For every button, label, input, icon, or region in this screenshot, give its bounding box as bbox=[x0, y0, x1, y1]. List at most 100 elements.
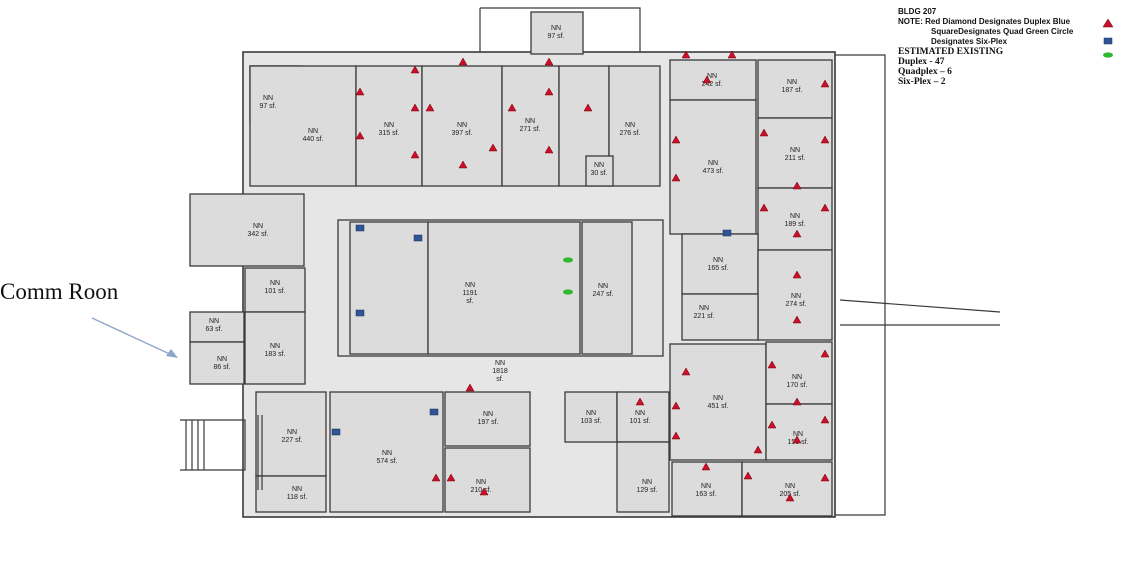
room-label-r63: 63 sf. bbox=[205, 326, 222, 333]
duplex-marker bbox=[743, 471, 753, 480]
room-label-r276: NN bbox=[625, 122, 635, 129]
red-triangle-icon bbox=[1102, 18, 1114, 28]
duplex-marker bbox=[671, 173, 681, 182]
room-118 bbox=[255, 475, 327, 513]
room-label-r242: NN bbox=[707, 73, 717, 80]
room-label-r183: 183 sf. bbox=[264, 351, 285, 358]
room-86 bbox=[189, 341, 245, 385]
room-label-r101r: 101 sf. bbox=[629, 418, 650, 425]
room-label-r397: 397 sf. bbox=[451, 130, 472, 137]
legend: BLDG 207 NOTE: Red Diamond Designates Du… bbox=[898, 7, 1118, 87]
duplex-marker bbox=[820, 79, 830, 88]
room-276 bbox=[608, 65, 661, 187]
duplex-marker bbox=[355, 87, 365, 96]
duplex-marker bbox=[767, 420, 777, 429]
duplex-marker bbox=[355, 131, 365, 140]
room-label-r163: 163 sf. bbox=[695, 491, 716, 498]
room-label-r210: 210 sf. bbox=[470, 487, 491, 494]
room-label-r101l: 101 sf. bbox=[264, 288, 285, 295]
room-451 bbox=[669, 343, 767, 461]
quad-marker bbox=[722, 229, 732, 237]
room-label-r86: 86 sf. bbox=[213, 364, 230, 371]
room-label-r97l: NN bbox=[263, 95, 273, 102]
duplex-marker bbox=[544, 145, 554, 154]
room-label-r197: 197 sf. bbox=[477, 419, 498, 426]
room-170 bbox=[765, 341, 833, 405]
duplex-marker bbox=[635, 397, 645, 406]
duplex-marker bbox=[820, 135, 830, 144]
room-label-r97top: 97 sf. bbox=[547, 33, 564, 40]
room-210 bbox=[444, 447, 531, 513]
room-label-r440: 440 sf. bbox=[302, 136, 323, 143]
room-63 bbox=[189, 311, 245, 343]
room-label-r189: 189 sf. bbox=[784, 221, 805, 228]
room-label-r129: NN bbox=[642, 479, 652, 486]
sixplex-marker bbox=[563, 289, 573, 295]
room-211 bbox=[757, 117, 833, 189]
room-label-r163: NN bbox=[701, 483, 711, 490]
room-label-r197: NN bbox=[483, 411, 493, 418]
room-221 bbox=[681, 293, 759, 341]
room-label-r101r: NN bbox=[635, 410, 645, 417]
duplex-marker bbox=[410, 65, 420, 74]
room-440 bbox=[249, 65, 357, 187]
room-label-r183: NN bbox=[270, 343, 280, 350]
room-label-r210: NN bbox=[476, 479, 486, 486]
room-label-r211: 211 sf. bbox=[785, 155, 806, 162]
room-242 bbox=[669, 59, 757, 101]
quad-marker bbox=[413, 234, 423, 242]
room-label-r315: NN bbox=[384, 122, 394, 129]
duplex-marker bbox=[544, 57, 554, 66]
duplex-marker bbox=[701, 462, 711, 471]
room-label-r101l: NN bbox=[270, 280, 280, 287]
duplex-marker bbox=[671, 431, 681, 440]
room-189 bbox=[757, 187, 833, 251]
room-label-r276: 276 sf. bbox=[619, 130, 640, 137]
room-label-r187: 187 sf. bbox=[781, 87, 802, 94]
room-187 bbox=[757, 59, 833, 119]
duplex-marker bbox=[431, 473, 441, 482]
room-227 bbox=[255, 391, 327, 477]
legend-note-line2: SquareDesignates Quad Green Circle bbox=[931, 27, 1074, 36]
quad-marker bbox=[355, 309, 365, 317]
room-label-r227: 227 sf. bbox=[281, 437, 302, 444]
room-label-r1818: NN bbox=[495, 360, 505, 367]
duplex-marker bbox=[792, 229, 802, 238]
room-315 bbox=[355, 65, 423, 187]
room-101-right bbox=[616, 391, 670, 443]
duplex-marker bbox=[792, 181, 802, 190]
duplex-marker bbox=[767, 360, 777, 369]
duplex-marker bbox=[820, 473, 830, 482]
duplex-marker bbox=[820, 203, 830, 212]
duplex-marker bbox=[446, 473, 456, 482]
duplex-marker bbox=[681, 367, 691, 376]
room-274 bbox=[757, 249, 833, 341]
room-label-r30: NN bbox=[594, 162, 604, 169]
room-label-r1191: sf. bbox=[466, 298, 473, 305]
room-label-r451: NN bbox=[713, 395, 723, 402]
room-label-r118: 118 sf. bbox=[287, 494, 308, 501]
duplex-marker bbox=[792, 270, 802, 279]
duplex-marker bbox=[820, 349, 830, 358]
duplex-marker bbox=[458, 57, 468, 66]
duplex-marker bbox=[465, 383, 475, 392]
legend-estimated-title: ESTIMATED EXISTING bbox=[898, 47, 1004, 57]
comm-room-annotation: Comm Roon bbox=[0, 279, 119, 304]
room-129 bbox=[616, 441, 670, 513]
room-271 bbox=[501, 65, 560, 187]
green-ellipse-icon bbox=[1103, 52, 1113, 58]
room-label-r473: 473 sf. bbox=[702, 168, 723, 175]
room-label-r274: NN bbox=[791, 293, 801, 300]
duplex-marker bbox=[458, 160, 468, 169]
room-1191-left bbox=[349, 221, 429, 355]
room-label-r211: NN bbox=[790, 147, 800, 154]
room-197 bbox=[444, 391, 531, 447]
room-label-r227: NN bbox=[287, 429, 297, 436]
room-label-r342: 342 sf. bbox=[247, 231, 268, 238]
room-163 bbox=[671, 461, 743, 517]
duplex-marker bbox=[671, 401, 681, 410]
duplex-marker bbox=[753, 445, 763, 454]
room-label-r242: 242 sf. bbox=[701, 81, 722, 88]
duplex-marker bbox=[671, 135, 681, 144]
room-label-r451: 451 sf. bbox=[707, 403, 728, 410]
